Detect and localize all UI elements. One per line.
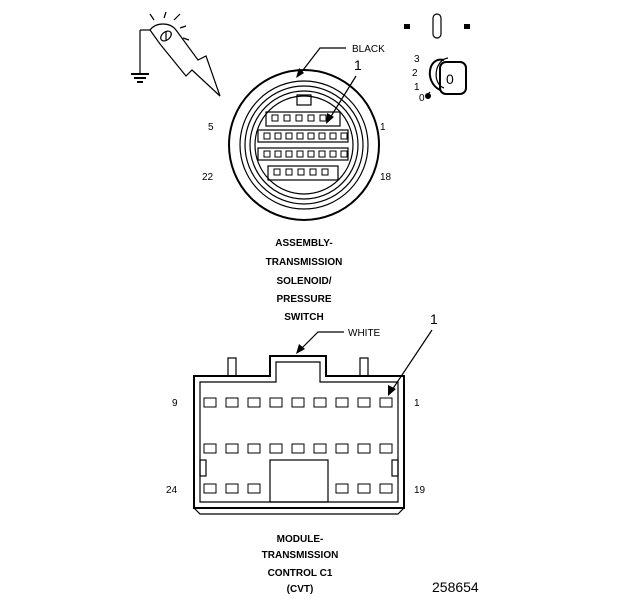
- round-pin-cavity: [296, 132, 304, 140]
- rect-pin-cavity: [203, 483, 217, 494]
- top-connector-name-line-5: SWITCH: [284, 312, 323, 323]
- rect-pin-cavity: [379, 397, 393, 408]
- round-pin-cavity: [285, 168, 293, 176]
- round-pin-cavity: [329, 132, 337, 140]
- bottom-pin-label-bottom-right: 19: [414, 485, 426, 496]
- ignition-position-3: 3: [414, 54, 420, 65]
- rect-pin-cavity: [225, 397, 239, 408]
- top-pin-label-top-left: 5: [208, 122, 214, 133]
- round-pin-cavity: [307, 132, 315, 140]
- top-connector-color-label: BLACK: [352, 44, 385, 55]
- test-lamp-icon: [131, 11, 221, 97]
- rect-pin-cavity: [247, 443, 261, 454]
- round-pin-cavity: [285, 150, 293, 158]
- rect-pin-cavity: [357, 397, 371, 408]
- ignition-position-1: 1: [414, 82, 420, 93]
- round-pin-cavity: [271, 114, 279, 122]
- round-pin-cavity: [263, 150, 271, 158]
- rect-pin-cavity: [247, 397, 261, 408]
- top-pin-label-bottom-left: 22: [202, 172, 214, 183]
- round-pin-cavity: [274, 150, 282, 158]
- bottom-pin-label-top-left: 9: [172, 398, 178, 409]
- rect-pin-cavity: [203, 397, 217, 408]
- rectangular-connector: [193, 355, 405, 515]
- bottom-connector-name-line-4: (CVT): [287, 584, 314, 595]
- rect-pin-cavity: [225, 483, 239, 494]
- round-pin-cavity: [319, 114, 327, 122]
- rect-pin-cavity: [379, 483, 393, 494]
- top-connector-name-line-2: TRANSMISSION: [266, 257, 343, 268]
- round-pin-cavity: [318, 150, 326, 158]
- round-pin-cavity: [340, 132, 348, 140]
- bottom-connector-color-label: WHITE: [348, 328, 381, 339]
- rect-pin-cavity: [269, 397, 283, 408]
- top-pin-label-top-right: 1: [380, 122, 386, 133]
- ignition-key-label: 0: [446, 71, 454, 87]
- round-pin-cavity: [307, 150, 315, 158]
- top-connector-callout: 1: [354, 57, 362, 73]
- rect-pin-cavity: [225, 443, 239, 454]
- rect-pin-cavity: [291, 397, 305, 408]
- bottom-connector-name-line-1: MODULE-: [277, 534, 324, 545]
- rect-pin-cavity: [335, 397, 349, 408]
- bottom-connector-name-line-2: TRANSMISSION: [262, 550, 339, 561]
- rect-pin-cavity: [313, 443, 327, 454]
- round-pin-cavity: [274, 132, 282, 140]
- ignition-position-2: 2: [412, 68, 418, 79]
- bottom-connector-callout: 1: [430, 311, 438, 327]
- round-pin-cavity: [295, 114, 303, 122]
- rect-pin-cavity: [379, 443, 393, 454]
- rect-pin-cavity: [269, 443, 283, 454]
- ignition-switch-icon: [404, 13, 470, 99]
- top-connector-name-line-4: PRESSURE: [276, 294, 331, 305]
- rect-pin-cavity: [335, 443, 349, 454]
- rect-pin-cavity: [357, 443, 371, 454]
- bottom-pin-label-top-right: 1: [414, 398, 420, 409]
- bottom-pin-label-bottom-left: 24: [166, 485, 178, 496]
- round-pin-cavity: [283, 114, 291, 122]
- rect-pin-cavity: [247, 483, 261, 494]
- rect-pin-cavity: [357, 483, 371, 494]
- round-pin-cavity: [321, 168, 329, 176]
- figure-number: 258654: [432, 579, 479, 595]
- round-pin-cavity: [263, 132, 271, 140]
- round-pin-cavity: [329, 150, 337, 158]
- round-pin-cavity: [309, 168, 317, 176]
- ignition-position-0: 0: [419, 93, 425, 104]
- top-pin-label-bottom-right: 18: [380, 172, 392, 183]
- round-pin-cavity: [296, 150, 304, 158]
- round-pin-cavity: [285, 132, 293, 140]
- round-pin-cavity: [318, 132, 326, 140]
- top-connector-name-line-3: SOLENOID/: [276, 276, 331, 287]
- rect-pin-cavity: [203, 443, 217, 454]
- round-pin-cavity: [307, 114, 315, 122]
- round-pin-cavity: [340, 150, 348, 158]
- rect-pin-cavity: [335, 483, 349, 494]
- round-pin-cavity: [297, 168, 305, 176]
- round-connector: [228, 69, 380, 221]
- ignition-position-labels: 3 2 1 0 0: [412, 54, 454, 104]
- rect-pin-cavity: [291, 443, 305, 454]
- rect-pin-cavity: [313, 397, 327, 408]
- top-connector-name-line-1: ASSEMBLY-: [275, 238, 332, 249]
- bottom-connector-name-line-3: CONTROL C1: [268, 568, 333, 579]
- round-pin-cavity: [273, 168, 281, 176]
